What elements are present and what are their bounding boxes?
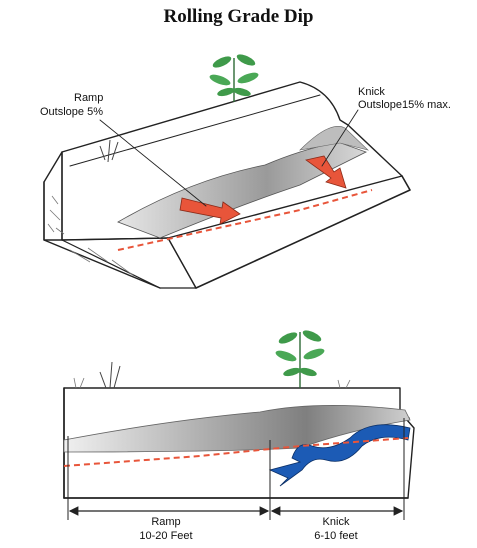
grass-icon: [99, 139, 119, 163]
top-outslope-dashed-line: [117, 189, 373, 251]
bottom-dip-surface: [63, 405, 411, 453]
plant-icon: [275, 330, 325, 388]
top-road-block: [43, 81, 411, 289]
ramp-arrow: [179, 197, 241, 225]
knick-leader-line: [321, 109, 359, 167]
dimension-extension-lines: [67, 418, 405, 520]
top-dip-surface: [117, 126, 370, 239]
bottom-outslope-dashed-line: [63, 437, 409, 467]
knick-label-line2: Outslope15% max.: [358, 99, 451, 111]
knick-dimension-line2: 6-10 feet: [314, 530, 357, 542]
knick-arrow: [305, 155, 347, 189]
water-flow: [268, 424, 411, 487]
page-title: Rolling Grade Dip: [163, 6, 314, 27]
ramp-dimension-line2: 10-20 Feet: [139, 530, 192, 542]
plant-icon: [209, 54, 259, 102]
grass-icon: [73, 377, 351, 389]
ramp-dimension-line1: Ramp: [151, 516, 180, 528]
ramp-leader-line: [99, 119, 207, 207]
knick-label-line1: Knick: [358, 86, 385, 98]
ramp-label-line2: Outslope 5%: [40, 106, 103, 118]
ramp-label-line1: Ramp: [74, 92, 103, 104]
grass-icon: [99, 361, 121, 389]
knick-dimension-line1: Knick: [323, 516, 350, 528]
